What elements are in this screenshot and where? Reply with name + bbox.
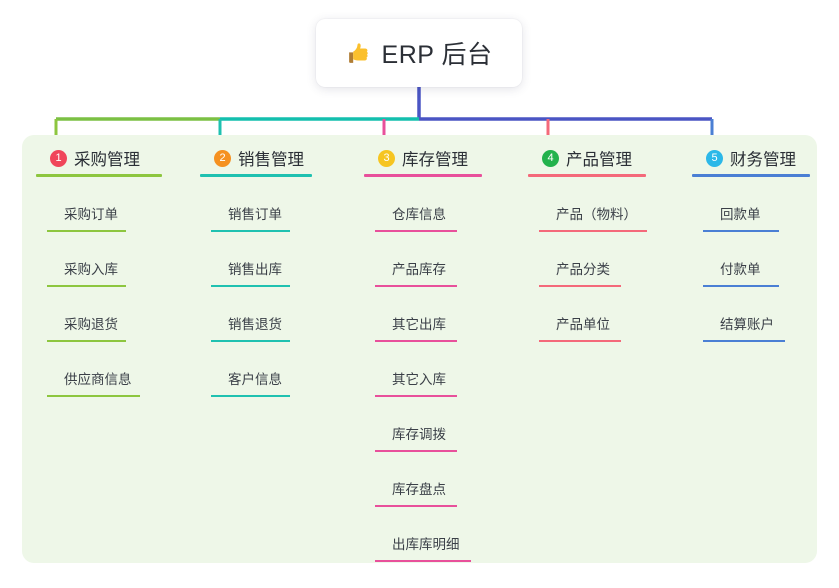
branch-title-3: 库存管理 [402,151,468,169]
branch-title-2: 销售管理 [238,151,304,169]
branch-header-1[interactable]: 1 采购管理 [36,146,162,177]
branch-item-underline [703,340,785,342]
branch-title-4: 产品管理 [566,151,632,169]
branch-item-label: 采购订单 [64,207,118,222]
branch-item-underline [47,285,126,287]
branch-item-underline [211,285,290,287]
branch-badge-2: 2 [214,149,231,167]
branch-item-label: 产品（物料） [556,207,637,222]
branch-item-underline [47,340,126,342]
branch-item-label: 库存调拨 [392,427,446,442]
branch-header-4[interactable]: 4 产品管理 [528,146,646,177]
branch-item-underline [539,285,621,287]
branch-underline-5 [692,174,810,177]
branch-underline-1 [36,174,162,177]
branch-badge-1: 1 [50,149,67,167]
branch-title-1: 采购管理 [74,151,140,169]
branch-item-underline [539,230,647,232]
branch-item-underline [539,340,621,342]
branch-item-underline [211,230,290,232]
branch-item-underline [375,450,457,452]
branch-item-label: 销售出库 [228,262,282,277]
branch-item[interactable]: 结算账户 [692,287,794,342]
branch-item-label: 仓库信息 [392,207,446,222]
branch-item-underline [211,340,290,342]
branch-underline-4 [528,174,646,177]
branch-underline-3 [364,174,482,177]
branch-item[interactable]: 回款单 [692,177,788,232]
root-node-title: ERP 后台 [381,41,493,69]
branch-item-label: 其它入库 [392,372,446,387]
root-node-erp-backend[interactable]: ERP 后台 [316,19,522,87]
branch-item[interactable]: 产品分类 [528,232,630,287]
branch-item-label: 出库库明细 [392,537,460,552]
branch-title-5: 财务管理 [730,151,796,169]
branch-item[interactable]: 付款单 [692,232,788,287]
branch-item[interactable]: 采购入库 [36,232,135,287]
branch-item-label: 产品单位 [556,317,610,332]
branches-panel [22,135,817,563]
branch-item-label: 销售退货 [228,317,282,332]
branch-item-label: 库存盘点 [392,482,446,497]
branch-item[interactable]: 产品单位 [528,287,630,342]
branch-item-label: 回款单 [720,207,761,222]
branch-badge-5: 5 [706,149,723,167]
branch-underline-2 [200,174,312,177]
branch-item-underline [47,230,126,232]
branch-item[interactable]: 仓库信息 [364,177,466,232]
branch-header-5[interactable]: 5 财务管理 [692,146,810,177]
branch-item-underline [375,505,457,507]
branch-item-underline [703,230,779,232]
branch-item[interactable]: 库存盘点 [364,452,466,507]
branch-item-label: 结算账户 [720,317,774,332]
branch-item-label: 产品库存 [392,262,446,277]
branch-item-underline [211,395,290,397]
branch-column-5: 5 财务管理回款单付款单结算账户 [692,146,810,342]
branch-badge-4: 4 [542,149,559,167]
branch-item[interactable]: 销售退货 [200,287,299,342]
branch-item-underline [375,230,457,232]
branch-item-label: 付款单 [720,262,761,277]
branch-item-underline [375,340,457,342]
branch-item[interactable]: 供应商信息 [36,342,149,397]
branch-item-label: 采购退货 [64,317,118,332]
branch-item-underline [375,560,471,562]
branch-header-3[interactable]: 3 库存管理 [364,146,482,177]
branch-item[interactable]: 产品（物料） [528,177,656,232]
branch-item[interactable]: 销售订单 [200,177,299,232]
branch-header-2[interactable]: 2 销售管理 [200,146,312,177]
branch-item[interactable]: 销售出库 [200,232,299,287]
branch-item-label: 销售订单 [228,207,282,222]
branch-item[interactable]: 其它出库 [364,287,466,342]
branch-column-1: 1 采购管理采购订单采购入库采购退货供应商信息 [36,146,162,397]
branch-item-underline [703,285,779,287]
branch-column-2: 2 销售管理销售订单销售出库销售退货客户信息 [200,146,312,397]
branch-item-label: 采购入库 [64,262,118,277]
branch-badge-3: 3 [378,149,395,167]
branch-column-3: 3 库存管理仓库信息产品库存其它出库其它入库库存调拨库存盘点出库库明细 [364,146,482,562]
branch-column-4: 4 产品管理产品（物料） 产品分类产品单位 [528,146,647,342]
branch-item-underline [375,395,457,397]
branch-item-label: 产品分类 [556,262,610,277]
branch-item-underline [47,395,140,397]
branch-item[interactable]: 客户信息 [200,342,299,397]
branch-item[interactable]: 库存调拨 [364,397,466,452]
thumbs-up-icon [346,41,371,66]
branch-item-label: 其它出库 [392,317,446,332]
branch-item-label: 供应商信息 [64,372,132,387]
branch-item[interactable]: 其它入库 [364,342,466,397]
branch-item-label: 客户信息 [228,372,282,387]
branch-item[interactable]: 出库库明细 [364,507,480,562]
branch-item[interactable]: 采购退货 [36,287,135,342]
branch-item-underline [375,285,457,287]
branch-item[interactable]: 采购订单 [36,177,135,232]
branch-item[interactable]: 产品库存 [364,232,466,287]
